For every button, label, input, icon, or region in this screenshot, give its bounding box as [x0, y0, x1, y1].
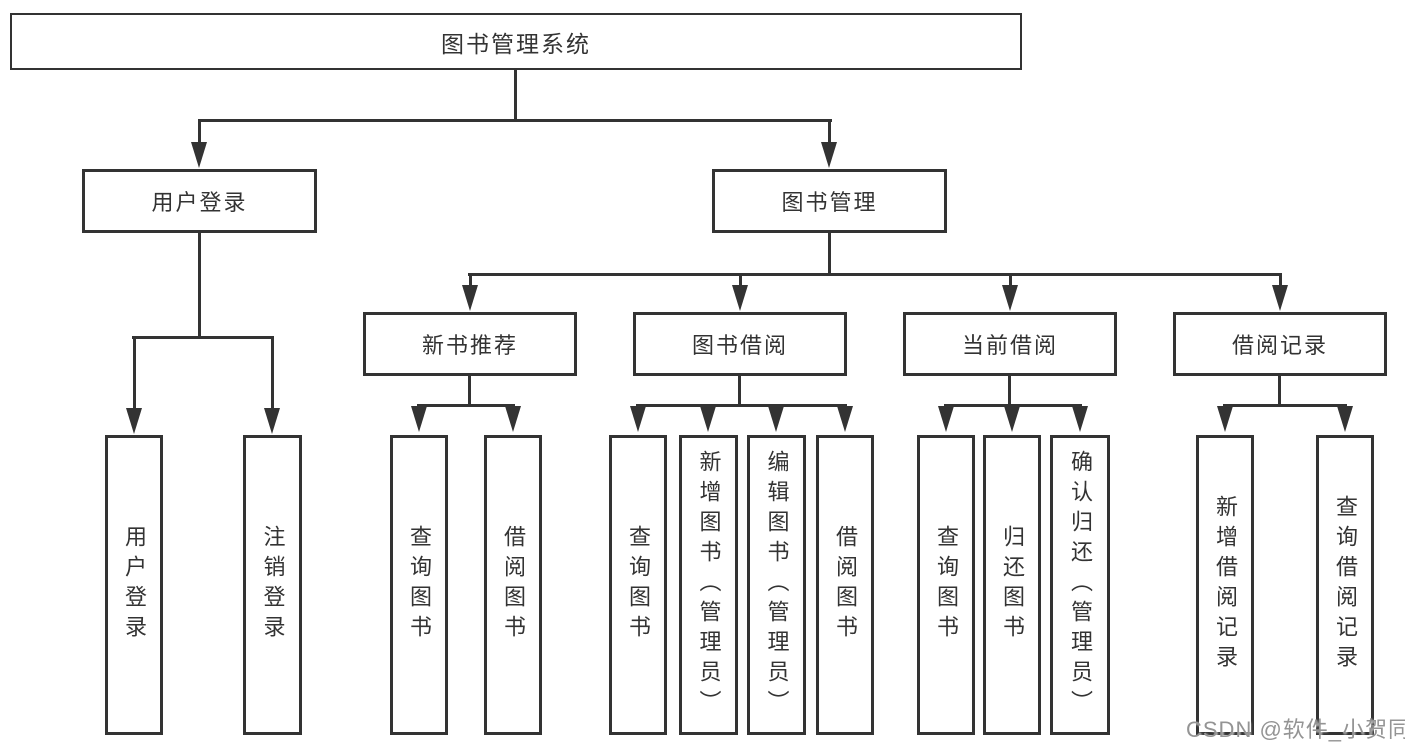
leaf-label: 查询图书: [626, 525, 651, 645]
node-book-mgmt-label: 图书管理: [781, 190, 878, 215]
arrow-down-icon: [1004, 406, 1020, 432]
connector-leaf-stub: [271, 336, 274, 409]
node-book-mgmt: 图书管理: [712, 169, 947, 233]
leaf-label: 归还图书: [1000, 525, 1025, 645]
arrow-down-icon: [837, 406, 853, 432]
node-root-label: 图书管理系统: [441, 30, 591, 57]
leaf-label: 新增借阅记录: [1213, 495, 1238, 675]
connector-level3-stub: [469, 273, 472, 287]
leaf-bookborrow-query: 查询图书: [609, 435, 667, 735]
leaf-logout: 注销登录: [243, 435, 302, 735]
connector-bookborrow-bus: [636, 404, 847, 407]
connector-bookmgmt-stem: [828, 232, 831, 276]
arrow-down-icon: [1072, 406, 1088, 432]
leaf-label: 确认归还（管理员）: [1068, 450, 1093, 720]
leaf-bookborrow-borrow: 借阅图书: [816, 435, 874, 735]
connector-userlogin-stub: [198, 119, 201, 144]
arrow-down-icon: [938, 406, 954, 432]
connector-newbookrec-stem: [468, 375, 471, 406]
arrow-down-icon: [191, 142, 207, 168]
node-user-login: 用户登录: [82, 169, 317, 233]
arrow-down-icon: [462, 285, 478, 311]
node-new-book-rec-label: 新书推荐: [421, 333, 518, 358]
connector-currentborrow-stem: [1008, 375, 1011, 406]
node-user-login-label: 用户登录: [151, 190, 248, 215]
connector-bookborrow-stem: [738, 375, 741, 406]
connector-level3-stub: [1009, 273, 1012, 287]
arrow-down-icon: [1002, 285, 1018, 311]
leaf-currentborrow-query: 查询图书: [917, 435, 975, 735]
leaf-bookborrow-add: 新增图书（管理员）: [679, 435, 738, 735]
node-root: 图书管理系统: [10, 13, 1022, 70]
leaf-label: 用户登录: [122, 525, 147, 645]
connector-borrowrecords-bus: [1223, 404, 1347, 407]
leaf-currentborrow-confirm: 确认归还（管理员）: [1050, 435, 1110, 735]
arrow-down-icon: [505, 406, 521, 432]
arrow-down-icon: [630, 406, 646, 432]
leaf-label: 新增图书（管理员）: [696, 450, 722, 720]
connector-level2-bus: [198, 119, 832, 122]
leaf-borrowrecords-query: 查询借阅记录: [1316, 435, 1374, 735]
arrow-down-icon: [700, 406, 716, 432]
leaf-label: 查询图书: [407, 525, 432, 645]
node-new-book-rec: 新书推荐: [363, 312, 577, 376]
node-book-borrow: 图书借阅: [633, 312, 847, 376]
arrow-down-icon: [1337, 406, 1353, 432]
leaf-label: 借阅图书: [833, 525, 858, 645]
leaf-newbookrec-borrow: 借阅图书: [484, 435, 542, 735]
leaf-newbookrec-query: 查询图书: [390, 435, 448, 735]
leaf-label: 查询图书: [934, 525, 959, 645]
leaf-borrowrecords-add: 新增借阅记录: [1196, 435, 1254, 735]
node-book-borrow-label: 图书借阅: [691, 333, 788, 358]
node-borrow-records-label: 借阅记录: [1231, 333, 1328, 358]
arrow-down-icon: [264, 408, 280, 434]
connector-userlogin-bus: [132, 336, 274, 339]
arrow-down-icon: [732, 285, 748, 311]
connector-level3-bus: [468, 273, 1282, 276]
connector-currentborrow-bus: [944, 404, 1082, 407]
connector-borrowrecords-stem: [1278, 375, 1281, 406]
connector-bookmgmt-stub: [828, 119, 831, 144]
connector-leaf-stub: [133, 336, 136, 409]
node-current-borrow-label: 当前借阅: [961, 333, 1058, 358]
arrow-down-icon: [821, 142, 837, 168]
leaf-currentborrow-return: 归还图书: [983, 435, 1041, 735]
arrow-down-icon: [1272, 285, 1288, 311]
arrow-down-icon: [411, 406, 427, 432]
csdn-watermark: CSDN @软件_小贺同学: [1186, 717, 1405, 742]
arrow-down-icon: [768, 406, 784, 432]
leaf-label: 借阅图书: [501, 525, 526, 645]
leaf-label: 编辑图书（管理员）: [764, 450, 790, 720]
connector-root-stem: [514, 69, 517, 122]
leaf-label: 注销登录: [260, 525, 286, 645]
connector-userlogin-stem: [198, 232, 201, 338]
connector-newbookrec-bus: [417, 404, 515, 407]
node-current-borrow: 当前借阅: [903, 312, 1117, 376]
node-borrow-records: 借阅记录: [1173, 312, 1387, 376]
arrow-down-icon: [126, 408, 142, 434]
leaf-user-login: 用户登录: [105, 435, 163, 735]
leaf-label: 查询借阅记录: [1333, 495, 1358, 675]
connector-level3-stub: [739, 273, 742, 287]
connector-level3-stub: [1279, 273, 1282, 287]
leaf-bookborrow-edit: 编辑图书（管理员）: [747, 435, 806, 735]
arrow-down-icon: [1217, 406, 1233, 432]
